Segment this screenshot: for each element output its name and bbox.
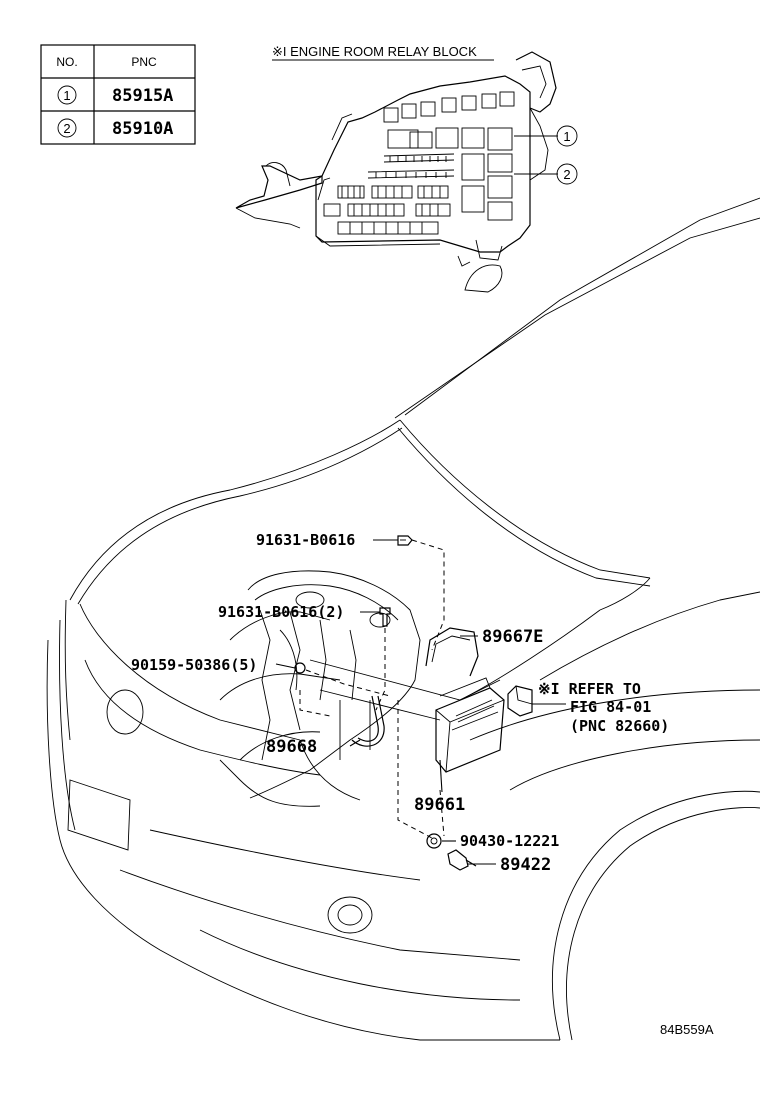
callout-screw-mid: 91631-B0616(2) bbox=[218, 603, 344, 621]
callout-harness: 89668 bbox=[266, 737, 317, 757]
relay-block-drawing bbox=[235, 51, 557, 267]
svg-text:2: 2 bbox=[563, 167, 570, 182]
svg-text:1: 1 bbox=[563, 129, 570, 144]
table-header-pnc: PNC bbox=[131, 55, 157, 69]
screw-mid-part bbox=[379, 607, 391, 627]
callout-screw-top: 91631-B0616 bbox=[256, 531, 355, 549]
relay-marker-1: 1 bbox=[514, 125, 578, 147]
table-row-no: 1 bbox=[63, 88, 70, 103]
vehicle-body-outline bbox=[46, 197, 760, 1041]
callout-ecu: 89661 bbox=[414, 795, 465, 815]
callout-sensor: 89422 bbox=[500, 855, 551, 875]
callout-bracket: 89667E bbox=[482, 627, 543, 647]
ecu-part bbox=[435, 677, 505, 773]
ecu-bracket-part bbox=[425, 627, 479, 677]
refer-note-line3: (PNC 82660) bbox=[570, 717, 669, 735]
relay-block-title: ※I ENGINE ROOM RELAY BLOCK bbox=[272, 44, 477, 59]
table-row-no: 2 bbox=[63, 121, 70, 136]
callout-washer: 90430-12221 bbox=[460, 832, 559, 850]
table-header-no: NO. bbox=[56, 55, 77, 69]
relay-part bbox=[507, 685, 533, 717]
wire-harness-part bbox=[351, 695, 385, 747]
refer-note-line1: ※I REFER TO bbox=[538, 680, 641, 698]
screw-top-part bbox=[397, 535, 413, 546]
pnc-table: NO. PNC 1 85915A 2 85910A bbox=[40, 44, 196, 145]
leader-lines bbox=[275, 539, 566, 865]
diagram-code: 84B559A bbox=[660, 1022, 714, 1037]
washer-part bbox=[426, 833, 442, 849]
sensor-part bbox=[447, 849, 477, 871]
assembly-lines bbox=[299, 539, 445, 839]
table-row-pnc: 85915A bbox=[112, 86, 173, 106]
table-row-pnc: 85910A bbox=[112, 119, 173, 139]
callout-bolt: 90159-50386(5) bbox=[131, 656, 257, 674]
refer-note-line2: FIG 84-01 bbox=[570, 698, 651, 716]
relay-marker-2: 2 bbox=[514, 163, 578, 185]
